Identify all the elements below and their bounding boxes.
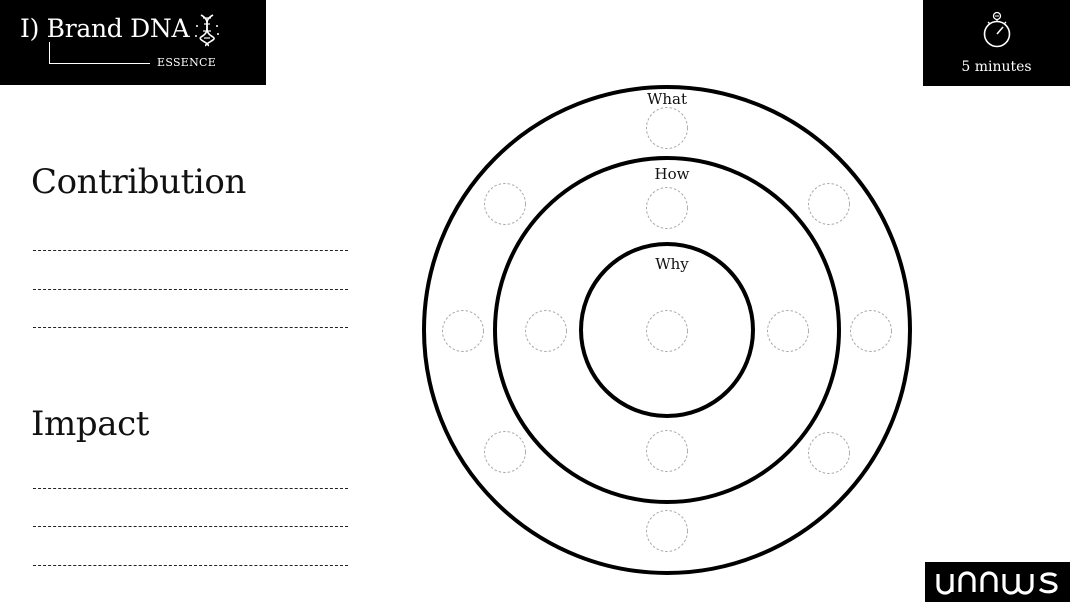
dna-icon [195, 14, 219, 47]
slot-what-top-left[interactable] [484, 183, 526, 225]
slot-what-bottom[interactable] [646, 510, 688, 552]
impact-answer-line-1[interactable] [33, 488, 348, 489]
logo-block [925, 562, 1070, 602]
slot-why-center[interactable] [646, 310, 688, 352]
page-title: I) Brand DNA [20, 14, 190, 43]
unnus-logo [936, 571, 1058, 595]
slot-how-bottom[interactable] [646, 430, 688, 472]
slot-what-bottom-right[interactable] [808, 432, 850, 474]
title-bracket [49, 42, 150, 64]
slot-what-left[interactable] [442, 310, 484, 352]
slot-how-right[interactable] [767, 310, 809, 352]
stopwatch-icon [983, 11, 1011, 48]
slot-what-top[interactable] [646, 107, 688, 149]
slot-what-right[interactable] [850, 310, 892, 352]
slot-how-top[interactable] [646, 187, 688, 229]
impact-answer-line-3[interactable] [33, 565, 348, 566]
slot-what-top-right[interactable] [808, 183, 850, 225]
section-title-contribution: Contribution [31, 162, 246, 202]
ring-how [493, 156, 841, 504]
timer-label: 5 minutes [961, 59, 1032, 75]
page-subtitle: ESSENCE [157, 56, 217, 69]
impact-answer-line-2[interactable] [33, 526, 348, 527]
slot-what-bottom-left[interactable] [484, 431, 526, 473]
ring-label-how: How [655, 165, 690, 183]
section-title-impact: Impact [31, 404, 150, 444]
contribution-answer-line-2[interactable] [33, 289, 348, 290]
ring-why [579, 242, 755, 418]
ring-label-what: What [647, 90, 687, 108]
contribution-answer-line-1[interactable] [33, 250, 348, 251]
ring-label-why: Why [655, 255, 689, 273]
contribution-answer-line-3[interactable] [33, 327, 348, 328]
title-block: I) Brand DNA ESSENCE [0, 0, 266, 85]
timer-block: 5 minutes [923, 0, 1070, 86]
slot-how-left[interactable] [525, 310, 567, 352]
ring-what [422, 85, 912, 575]
